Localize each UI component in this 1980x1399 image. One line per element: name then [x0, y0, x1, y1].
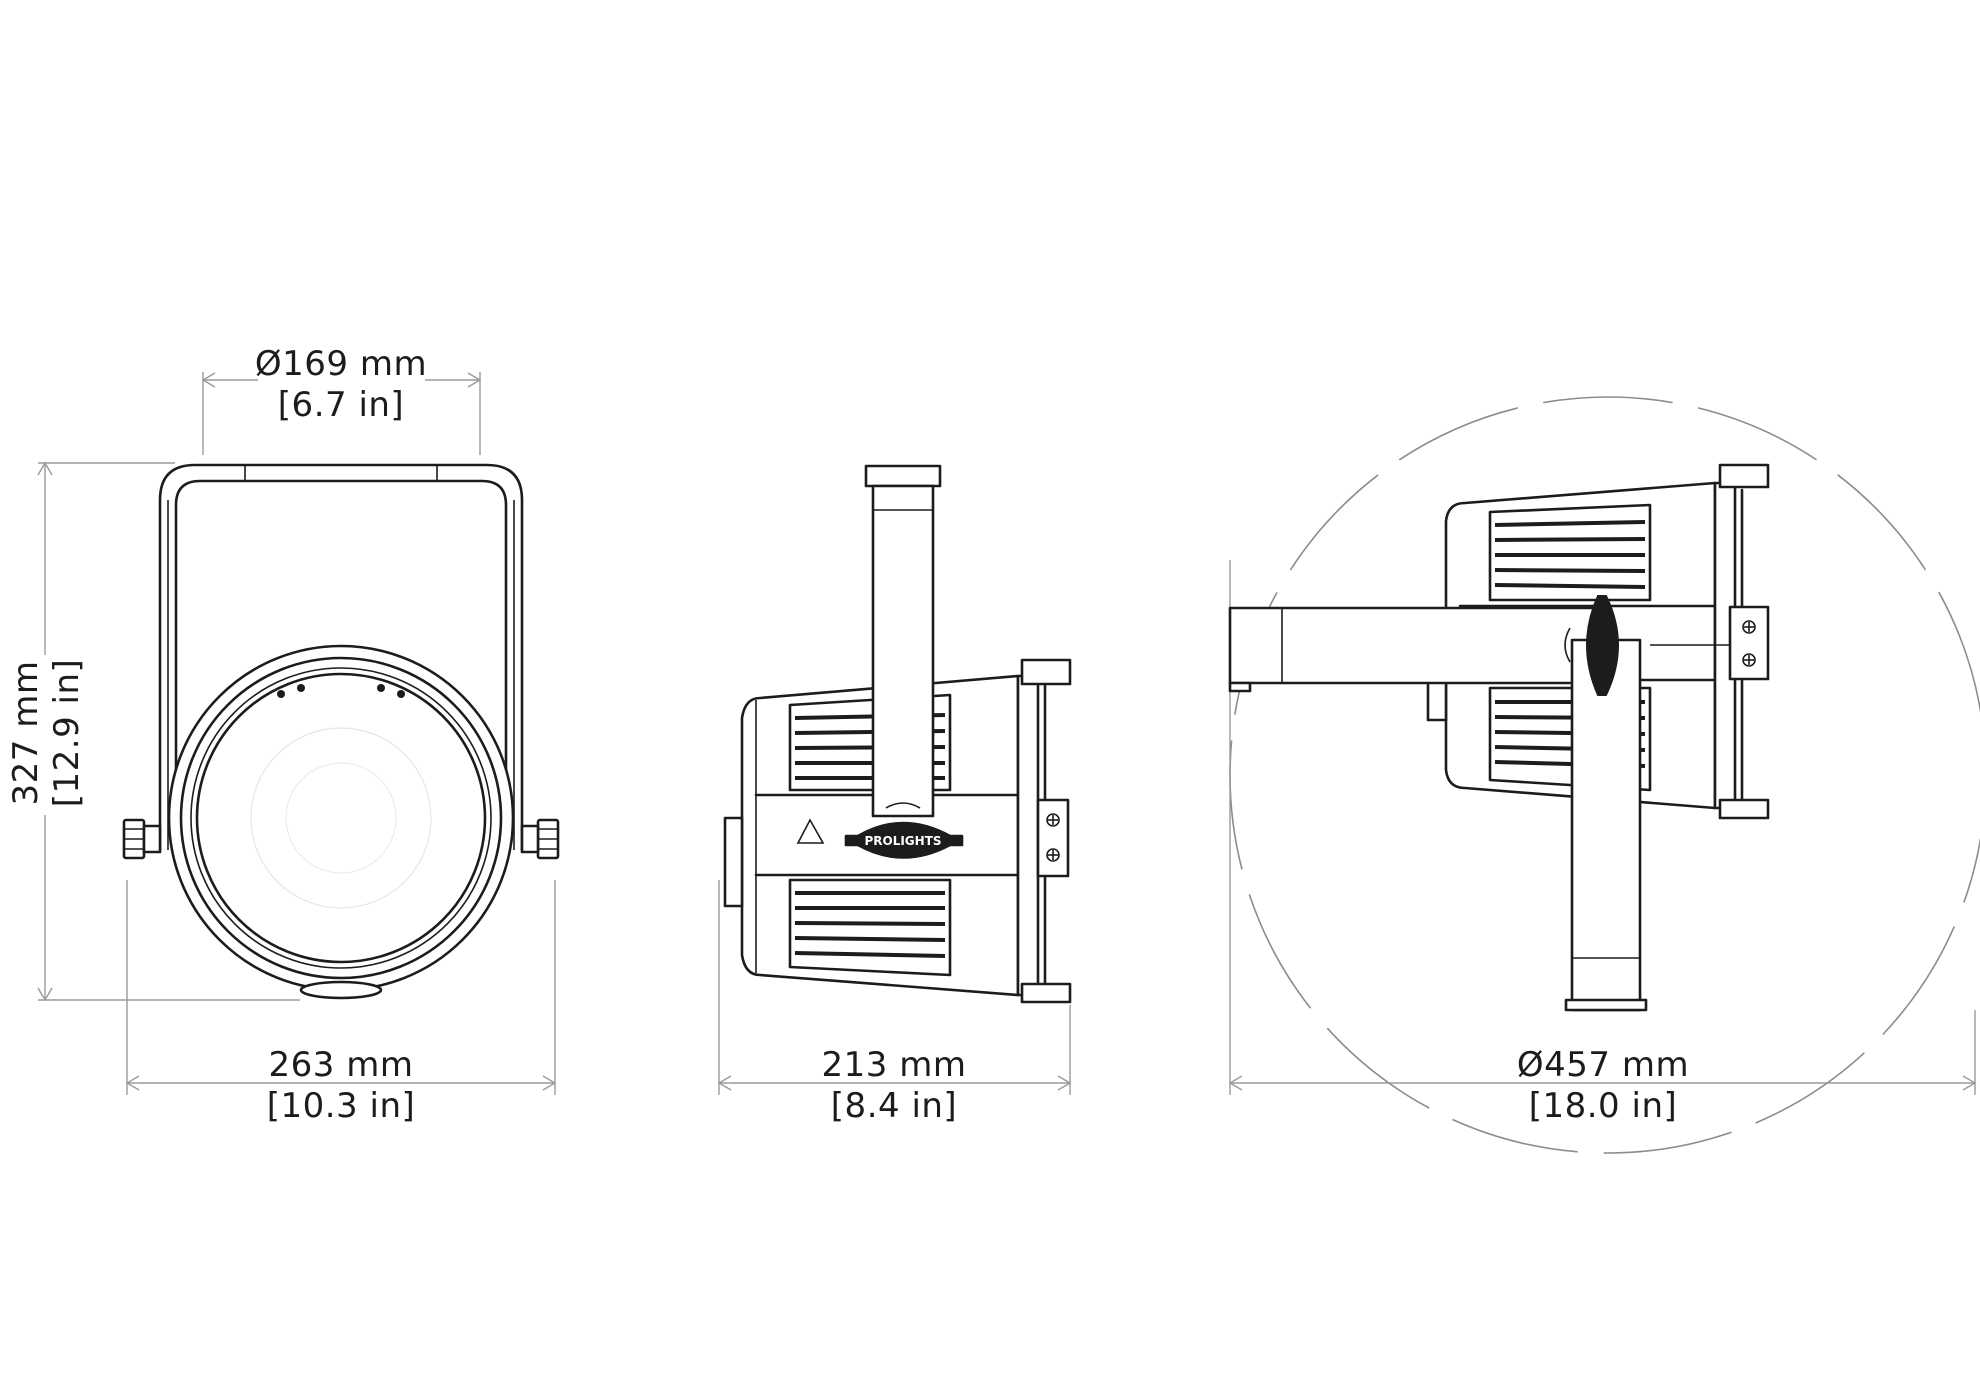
- front-diameter-dimension: Ø169 mm [6.7 in]: [201, 344, 482, 455]
- side-brand-handle: PROLIGHTS: [796, 802, 964, 859]
- side-depth-dimension: 213 mm [8.4 in]: [717, 880, 1072, 1126]
- front-diameter-metric: Ø169 mm: [255, 344, 427, 384]
- front-view: Ø169 mm [6.7 in] 327 mm [12.9 in] 263 mm…: [6, 344, 560, 1126]
- front-yoke: [158, 463, 524, 852]
- swing-diameter-dimension: Ø457 mm [18.0 in]: [1228, 560, 1977, 1126]
- swing-vertical-arm: [1564, 638, 1648, 1012]
- front-width-dimension: 263 mm [10.3 in]: [125, 880, 557, 1126]
- swing-view: Ø457 mm [18.0 in]: [1228, 396, 1980, 1154]
- front-width-imperial: [10.3 in]: [267, 1086, 416, 1126]
- side-depth-metric: 213 mm: [822, 1045, 967, 1085]
- front-height-imperial: [12.9 in]: [47, 659, 87, 808]
- swing-horizontal-arm: [1228, 606, 1612, 693]
- side-mount-bracket: [1036, 798, 1070, 878]
- swing-diameter-imperial: [18.0 in]: [1529, 1086, 1678, 1126]
- front-diameter-imperial: [6.7 in]: [278, 385, 404, 425]
- side-yoke-arm: [864, 464, 942, 818]
- front-width-metric: 263 mm: [269, 1045, 414, 1085]
- swing-diameter-metric: Ø457 mm: [1517, 1045, 1689, 1085]
- side-view: 213 mm [8.4 in]: [717, 464, 1072, 1126]
- swing-mount-bracket: [1650, 605, 1770, 681]
- front-left-knob: [122, 818, 162, 860]
- front-height-dimension: 327 mm [12.9 in]: [6, 461, 300, 1002]
- front-right-knob: [520, 818, 560, 860]
- side-brand-logo-text: PROLIGHTS: [864, 834, 941, 848]
- swing-brand-handle: [1564, 595, 1619, 696]
- front-lens-housing: [167, 644, 515, 1000]
- side-depth-imperial: [8.4 in]: [831, 1086, 957, 1126]
- front-height-metric: 327 mm: [6, 661, 46, 806]
